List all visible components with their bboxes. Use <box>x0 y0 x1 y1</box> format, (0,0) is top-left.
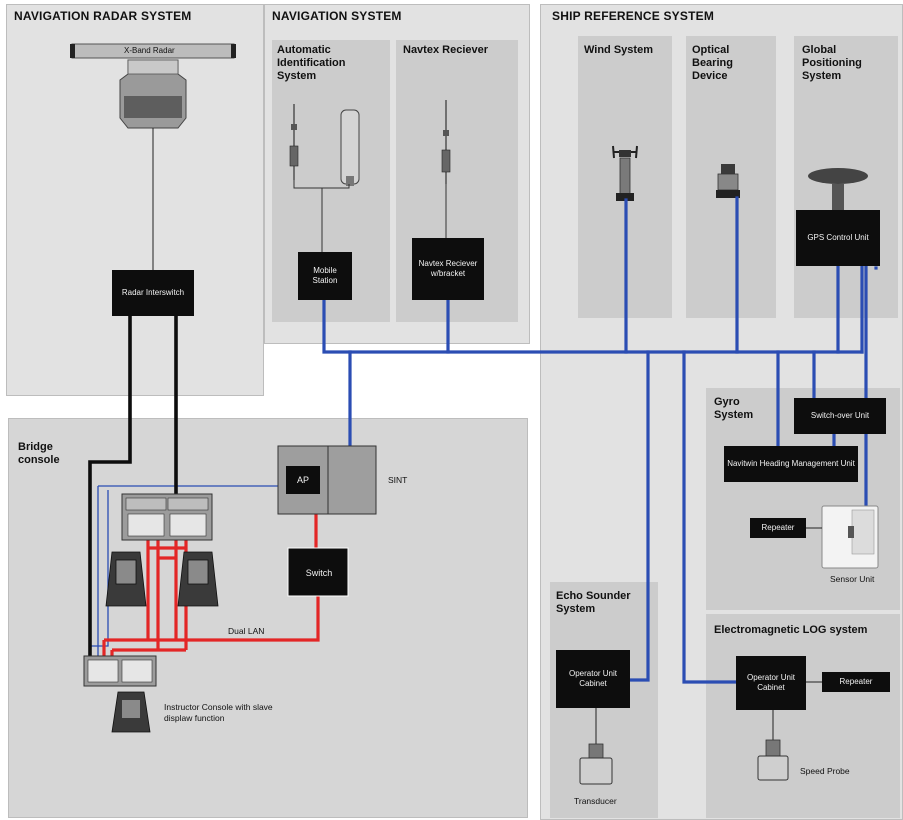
ais-antenna-icon <box>289 104 360 186</box>
echo-title: Echo Sounder System <box>556 590 631 615</box>
gyro-title: Gyro System <box>714 396 754 421</box>
sint-label: SINT <box>388 475 408 485</box>
echo-operator-unit-box: Operator Unit Cabinet <box>556 650 630 708</box>
x-band-radar-icon <box>70 43 236 129</box>
mobile-station-box: Mobile Station <box>298 252 352 300</box>
gps-control-unit-box: GPS Control Unit <box>796 210 880 266</box>
ship-reference-section-title: SHIP REFERENCE SYSTEM <box>552 9 715 23</box>
optical-title: Optical Bearing Device <box>692 44 733 82</box>
optical-bearing-icon <box>716 164 740 198</box>
instructor-console-icon <box>83 655 157 733</box>
speed-probe-label: Speed Probe <box>800 766 850 776</box>
gyro-repeater-box: Repeater <box>750 518 806 538</box>
log-repeater-box: Repeater <box>822 672 890 692</box>
wind-sensor-icon <box>612 145 638 201</box>
sensor-unit-label: Sensor Unit <box>830 574 875 584</box>
switch-over-unit-box: Switch-over Unit <box>794 398 886 434</box>
chair-icon <box>105 551 219 607</box>
instructor-console-label: Instructor Console with slave displaw fu… <box>164 702 273 723</box>
speed-probe-icon <box>757 739 789 781</box>
ais-title: Automatic Identification System <box>277 44 346 82</box>
dual-lan-label: Dual LAN <box>228 626 265 636</box>
sensor-unit-icon <box>821 505 879 569</box>
bridge-console-panel <box>8 418 528 818</box>
log-operator-unit-box: Operator Unit Cabinet <box>736 656 806 710</box>
transducer-icon <box>579 743 613 785</box>
navtex-receiver-box: Navtex Reciever w/bracket <box>412 238 484 300</box>
radar-interswitch-box: Radar Interswitch <box>112 270 194 316</box>
transducer-label: Transducer <box>574 796 617 806</box>
switch-box: Switch <box>292 552 346 594</box>
navigation-section-title: NAVIGATION SYSTEM <box>272 9 402 23</box>
radar-section-title: NAVIGATION RADAR SYSTEM <box>14 9 192 23</box>
bridge-title: Bridge console <box>18 441 60 466</box>
ap-box: AP <box>286 466 320 494</box>
emlog-subpanel <box>706 614 900 818</box>
emlog-title: Electromagnetic LOG system <box>714 624 868 636</box>
navtex-title: Navtex Reciever <box>403 44 489 56</box>
x-band-radar-label: X-Band Radar <box>124 46 175 55</box>
navtex-antenna-icon <box>441 100 451 184</box>
gps-title: Global Positioning System <box>802 44 862 82</box>
gps-antenna-icon <box>808 168 868 210</box>
navitwin-heading-box: Navitwin Heading Management Unit <box>724 446 858 482</box>
console-workstation-icon <box>121 493 213 541</box>
wind-title: Wind System <box>584 44 653 56</box>
